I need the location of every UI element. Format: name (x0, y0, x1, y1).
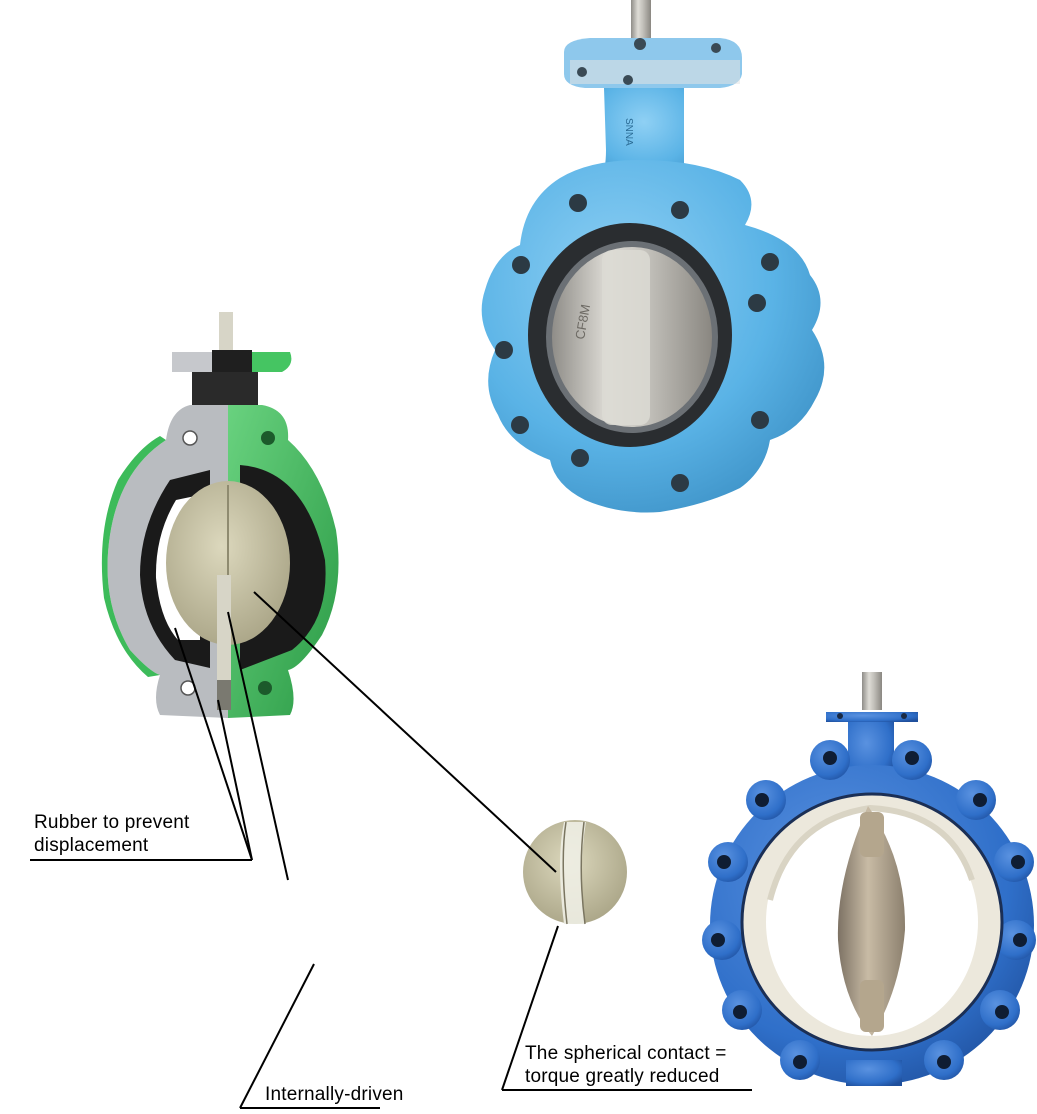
valve-c-disc (837, 806, 906, 1036)
valve-a-stem (631, 0, 651, 48)
label-spherical-line2: torque greatly reduced (525, 1066, 720, 1087)
valve-b-bolt-holes (180, 430, 275, 696)
label-spherical-line1: The spherical contact = (525, 1043, 727, 1064)
leader-lines (30, 591, 752, 1109)
valve-b-neck (192, 372, 258, 408)
label-internally-driven: Internally-driven (265, 1084, 404, 1105)
valve-green-cutaway (101, 312, 339, 718)
valve-b-stem-bottom (217, 575, 231, 710)
leader-internal-2 (239, 963, 315, 1109)
disc-detail-hub (560, 822, 586, 924)
leader-spherical (501, 925, 559, 1091)
valve-light-blue: SNNA CF8M (481, 0, 825, 513)
valve-c-top-flange (826, 712, 918, 722)
label-rubber-line1: Rubber to prevent (34, 812, 190, 833)
leader-rubber-2 (217, 699, 253, 861)
leader-internal-1 (227, 611, 289, 881)
valve-deep-blue (702, 672, 1036, 1086)
valve-a-disc-mark: CF8M (572, 303, 593, 340)
label-rubber-line2: displacement (34, 835, 149, 856)
leader-rubber-1 (174, 627, 253, 861)
valve-a-bolt-holes (495, 194, 779, 492)
spherical-disc-detail (523, 820, 627, 925)
valve-a-disc-hub (602, 250, 650, 425)
valve-b-stem-top (219, 312, 233, 354)
valve-c-stem (862, 672, 882, 710)
valve-a-casting-mark: SNNA (623, 118, 634, 146)
leader-disc-detail (253, 591, 557, 873)
valve-c-bolt-holes (711, 751, 1027, 1069)
